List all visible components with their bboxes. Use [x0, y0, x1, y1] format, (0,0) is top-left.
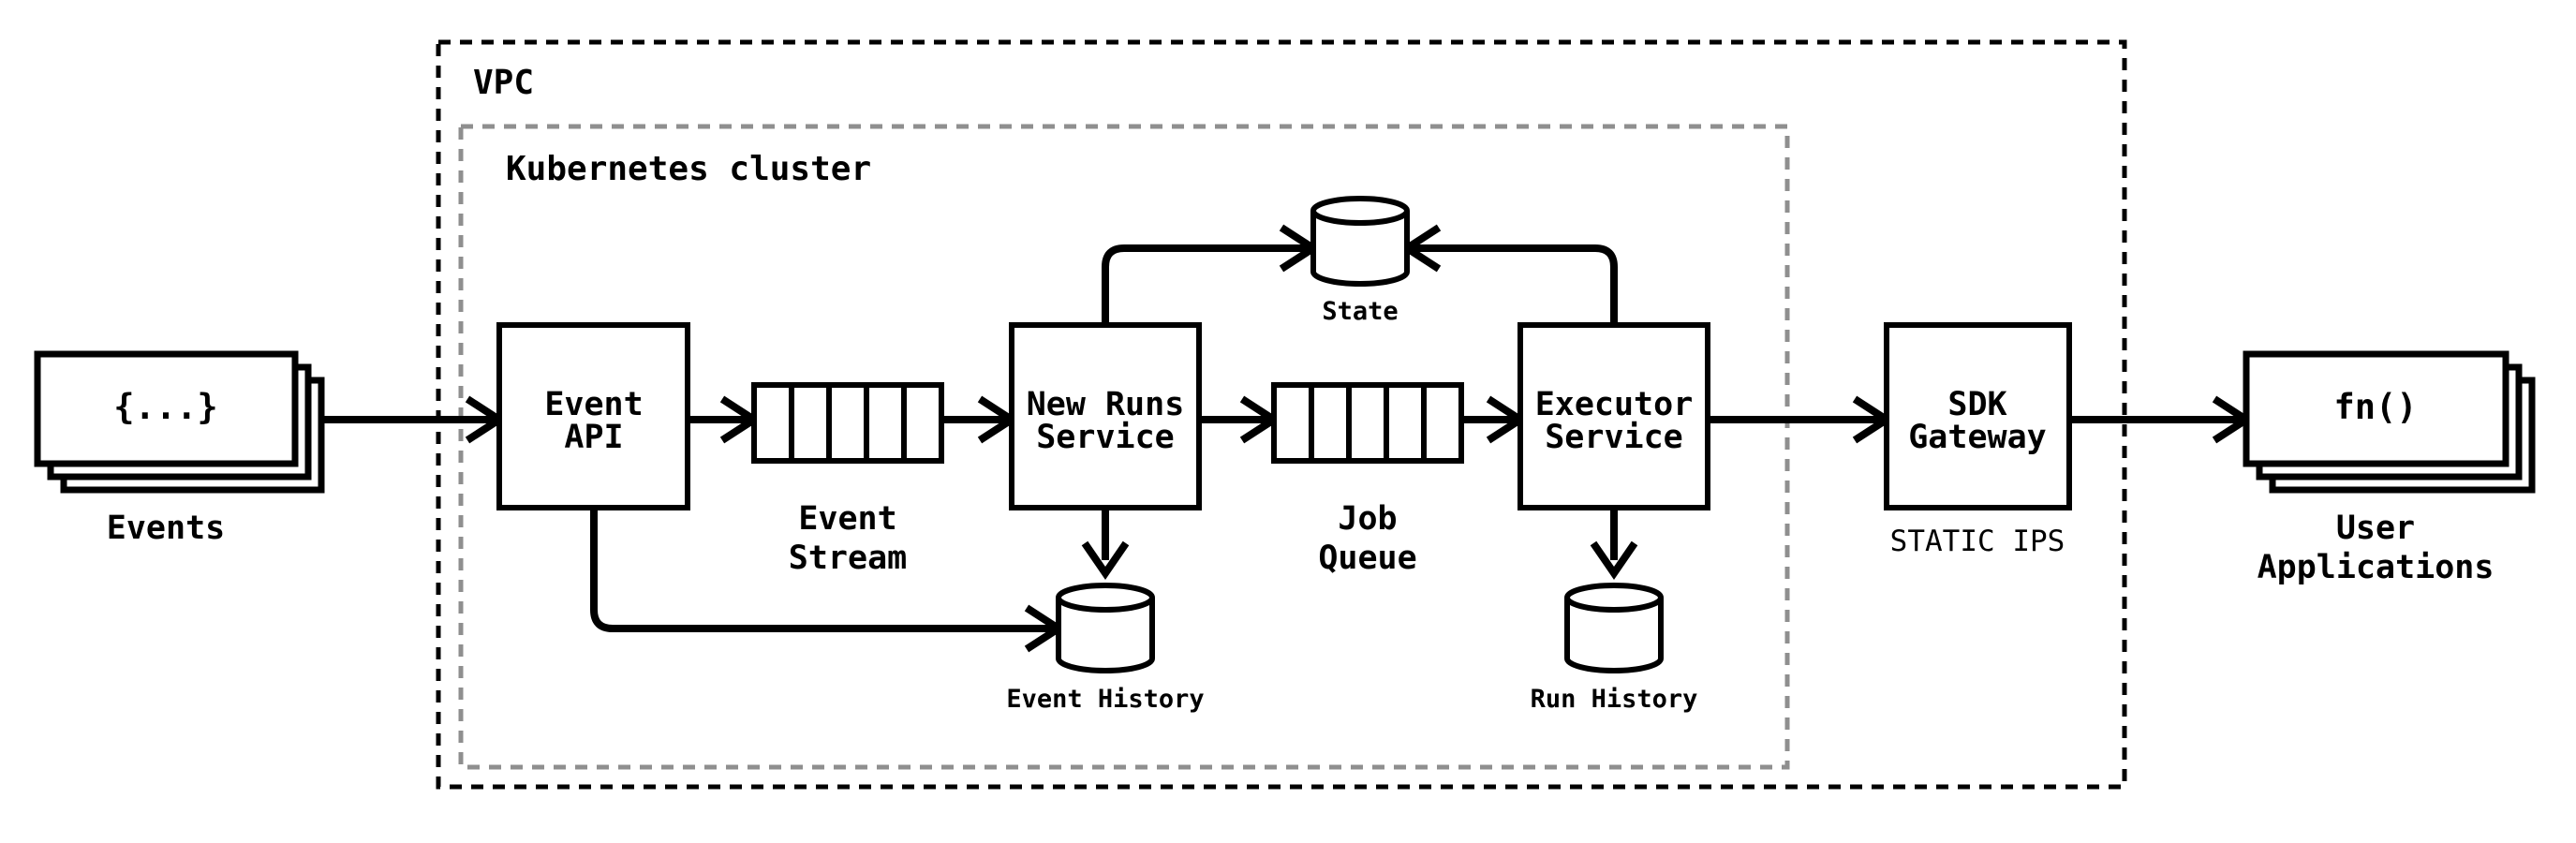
- event-history-db-node: Event History: [1006, 583, 1205, 714]
- job-queue: [1271, 382, 1464, 464]
- database-cylinder-top: [1564, 583, 1664, 613]
- event-api-label-line2: API: [564, 419, 623, 456]
- arrow-sdk-gateway-to-user-applications: [2069, 395, 2254, 444]
- arrow-job-queue-to-executor: [1461, 395, 1528, 444]
- sdk-gateway-label-line2: Gateway: [1908, 419, 2047, 456]
- static-ips-caption: STATIC IPS: [1890, 525, 2065, 558]
- event-stream-label-line2: Stream: [789, 540, 907, 577]
- user-applications-node: fn() User Applications: [2243, 350, 2536, 586]
- sdk-gateway-node: SDK Gateway STATIC IPS: [1884, 322, 2072, 558]
- user-applications-glyph: fn(): [2333, 387, 2417, 427]
- event-history-db-label: Event History: [1006, 685, 1204, 714]
- job-queue-label-line1: Job: [1338, 500, 1397, 538]
- arrow-shaft: [1102, 244, 1310, 325]
- arrow-shaft: [590, 508, 1055, 632]
- new-runs-service-label-line1: New Runs: [1027, 386, 1185, 423]
- job-queue-node: Job Queue: [1271, 382, 1464, 577]
- executor-service-label-line1: Executor: [1535, 386, 1694, 423]
- executor-service-box: [1517, 322, 1710, 510]
- database-cylinder-top: [1056, 583, 1155, 613]
- executor-service-node: Executor Service: [1517, 322, 1710, 510]
- run-history-db-label: Run History: [1531, 685, 1698, 714]
- arrow-head: [1590, 540, 1638, 581]
- events-glyph: {...}: [113, 387, 217, 427]
- event-api-node: Event API: [496, 322, 690, 510]
- arrow-shaft: [1411, 244, 1618, 325]
- executor-service-label-line2: Service: [1545, 419, 1683, 456]
- kubernetes-cluster-label: Kubernetes cluster: [506, 150, 871, 188]
- event-stream-node: Event Stream: [751, 382, 944, 577]
- arrow-new-runs-to-job-queue: [1199, 395, 1281, 444]
- database-cylinder-top: [1310, 196, 1410, 226]
- user-applications-label-line1: User: [2336, 510, 2415, 547]
- job-queue-label-line2: Queue: [1318, 540, 1416, 577]
- arrow-head: [1081, 540, 1130, 581]
- vpc-boundary: [436, 39, 2127, 790]
- event-stream-label-line1: Event: [798, 500, 896, 538]
- arrow-events-to-event-api: [321, 395, 507, 444]
- event-stream-queue: [751, 382, 944, 464]
- vpc-label: VPC: [473, 64, 534, 102]
- arrow-event-stream-to-new-runs: [941, 395, 1019, 444]
- arrow-new-runs-to-state: [1102, 224, 1321, 325]
- arrow-executor-to-sdk-gateway: [1708, 395, 1894, 444]
- database-cylinder-body: [1564, 598, 1664, 673]
- event-api-label-line1: Event: [544, 386, 643, 423]
- new-runs-service-node: New Runs Service: [1009, 322, 1202, 510]
- events-label: Events: [107, 510, 225, 547]
- arrow-executor-to-state: [1399, 224, 1618, 325]
- user-applications-label-line2: Applications: [2258, 549, 2495, 586]
- events-node: {...} Events: [34, 350, 325, 547]
- sdk-gateway-label-line1: SDK: [1947, 386, 2006, 423]
- new-runs-service-box: [1009, 322, 1202, 510]
- state-db-label: State: [1322, 297, 1398, 326]
- arrow-executor-to-run-history: [1590, 508, 1638, 581]
- database-cylinder-body: [1310, 211, 1410, 287]
- events-card-front: [34, 350, 299, 467]
- state-db-node: State: [1310, 196, 1410, 326]
- event-api-box: [496, 322, 690, 510]
- arrow-new-runs-to-event-history: [1081, 508, 1130, 581]
- run-history-db-node: Run History: [1531, 583, 1698, 714]
- sdk-gateway-box: [1884, 322, 2072, 510]
- kubernetes-cluster-boundary: [458, 124, 1790, 770]
- user-applications-card-front: [2243, 350, 2509, 467]
- new-runs-service-label-line2: Service: [1036, 419, 1175, 456]
- database-cylinder-body: [1056, 598, 1155, 673]
- arrow-event-api-to-event-stream: [688, 395, 762, 444]
